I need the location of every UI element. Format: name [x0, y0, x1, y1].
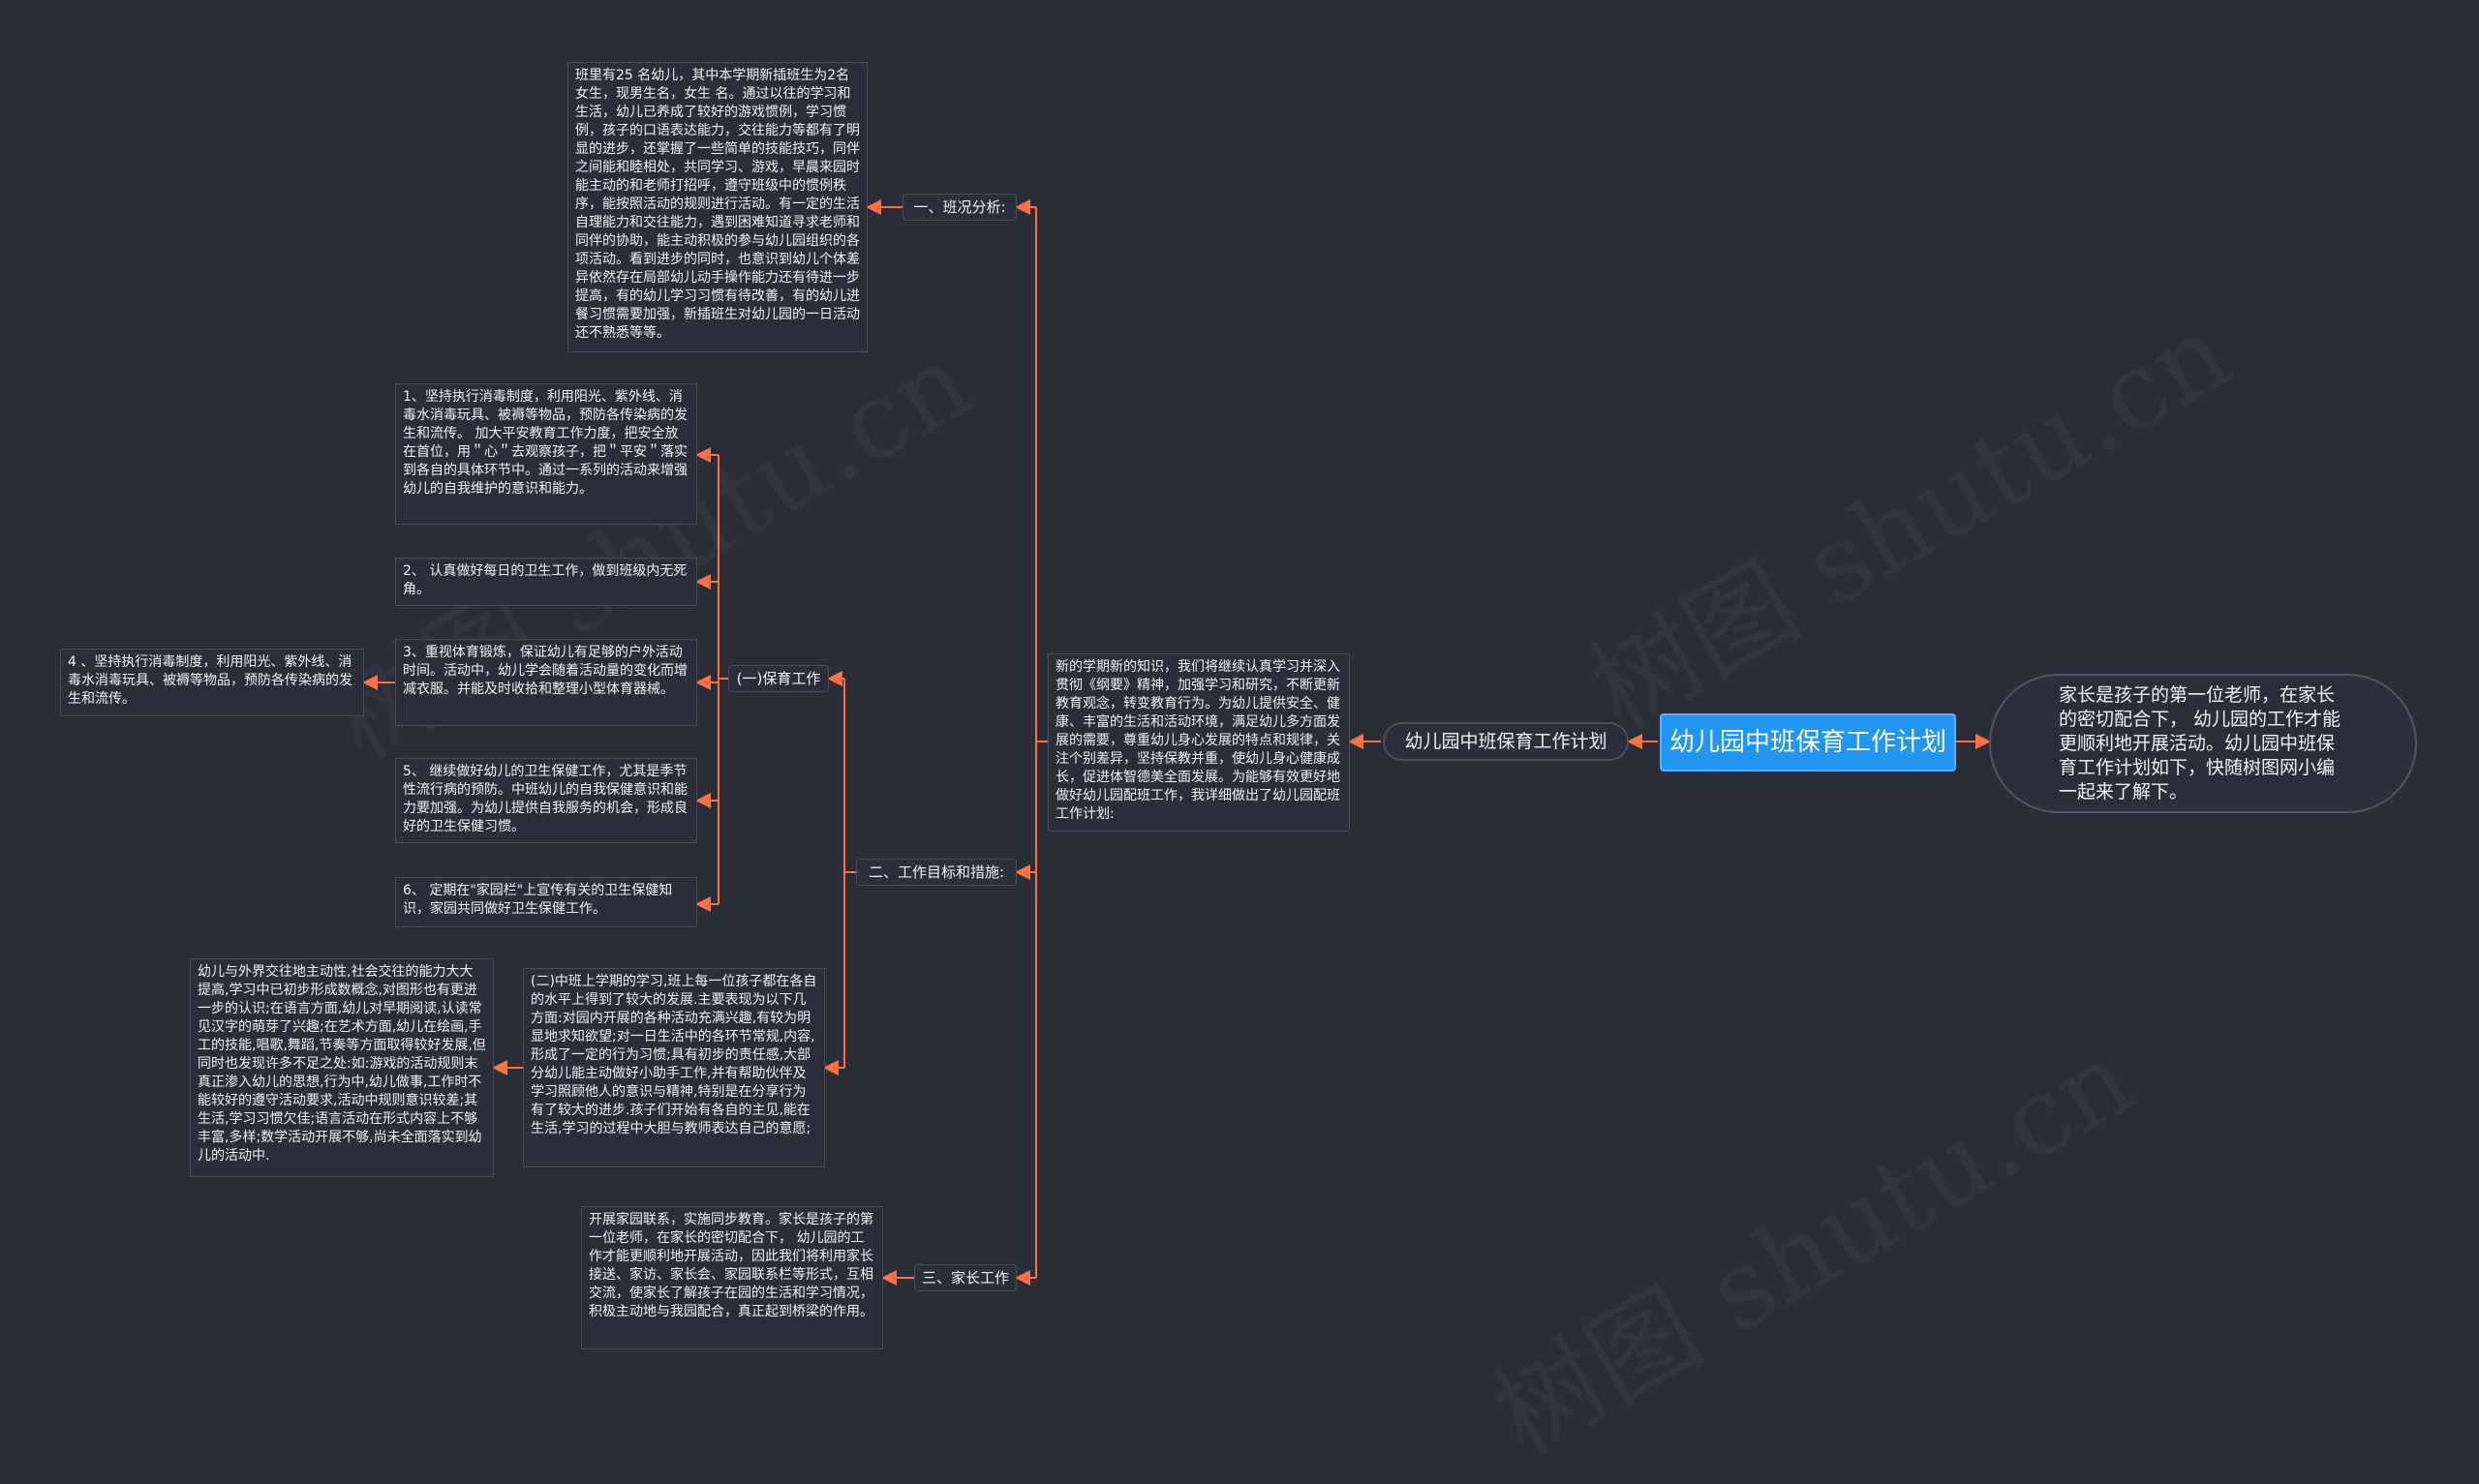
main-intro-text[interactable]: 新的学期新的知识，我们将继续认真学习并深入贯彻《纲要》精神，加强学习和研究，不断…	[1048, 653, 1350, 832]
connector-lines	[362, 199, 1991, 1286]
care-sub-item-4[interactable]: 4 、坚持执行消毒制度，利用阳光、紫外线、消毒水消毒玩具、被褥等物品，预防各传染…	[60, 649, 364, 716]
link-s2-trunk	[843, 679, 856, 1068]
main-topic[interactable]: 幼儿园中班保育工作计划	[1383, 722, 1629, 761]
edu-sub-text[interactable]: 幼儿与外界交往地主动性,社会交往的能力大大提高,学习中已初步形成数概念,对图形也…	[190, 958, 494, 1177]
section-2-label[interactable]: 二、工作目标和措施:	[856, 859, 1017, 886]
link-care-trunk	[718, 455, 728, 904]
section-3-text[interactable]: 开展家园联系，实施同步教育。家长是孩子的第一位老师，在家长的密切配合下， 幼儿园…	[581, 1206, 883, 1349]
care-item-6[interactable]: 6、 定期在"家园栏"上宣传有关的卫生保健知识，家园共同做好卫生保健工作。	[395, 877, 697, 927]
summary-bubble[interactable]: 家长是孩子的第一位老师，在家长的密切配合下， 幼儿园的工作才能更顺利地开展活动。…	[1989, 674, 2417, 813]
edu-text[interactable]: (二)中班上学期的学习,班上每一位孩子都在各自的水平上得到了较大的发展.主要表现…	[523, 968, 825, 1167]
care-item-2[interactable]: 2、 认真做好每日的卫生工作，做到班级内无死角。	[395, 558, 697, 606]
root-topic[interactable]: 幼儿园中班保育工作计划	[1660, 713, 1956, 772]
section-1-text[interactable]: 班里有25 名幼儿，其中本学期新插班生为2名女生，现男生名，女生 名。通过以往的…	[567, 62, 868, 352]
care-item-5[interactable]: 5、 继续做好幼儿的卫生保健工作，尤其是季节性流行病的预防。中班幼儿的自我保健意…	[395, 758, 697, 843]
care-label[interactable]: (一)保育工作	[728, 665, 829, 692]
section-1-label[interactable]: 一、班况分析:	[903, 194, 1017, 221]
section-3-label[interactable]: 三、家长工作	[914, 1264, 1017, 1291]
summary-text: 家长是孩子的第一位老师，在家长的密切配合下， 幼儿园的工作才能更顺利地开展活动。…	[2059, 683, 2341, 803]
care-item-1[interactable]: 1、坚持执行消毒制度，利用阳光、紫外线、消毒水消毒玩具、被褥等物品，预防各传染病…	[395, 383, 697, 525]
link-intro-trunk	[1035, 207, 1048, 1278]
care-item-3[interactable]: 3、重视体育锻炼，保证幼儿有足够的户外活动时间。活动中，幼儿学会随着活动量的变化…	[395, 639, 697, 726]
